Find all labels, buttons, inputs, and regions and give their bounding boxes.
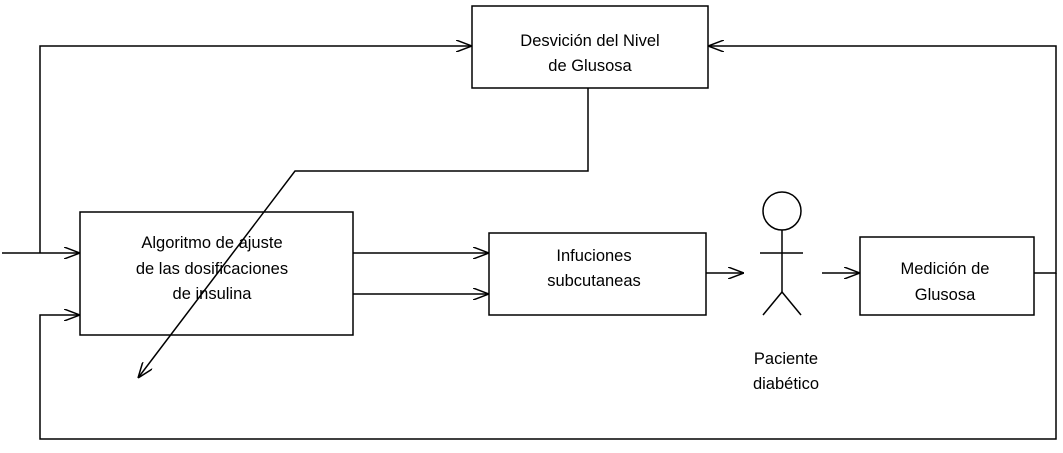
patient-label-line-1: Paciente — [754, 350, 818, 368]
infusions-label-line-1: Infuciones — [556, 247, 631, 265]
deviation-block[interactable]: Desvición del Nivel de Glusosa — [471, 5, 709, 89]
stick-figure-person-icon — [760, 191, 803, 316]
deviation-label-line-2: de Glusosa — [548, 57, 632, 75]
measurement-label-line-2: Glusosa — [915, 286, 976, 304]
feedback-to-algorithm-arrow — [39, 273, 1057, 440]
measurement-block[interactable]: Medición de Glusosa — [859, 236, 1035, 316]
deviation-to-algorithm-arrow — [138, 88, 589, 378]
patient-label-line-2: diabético — [753, 375, 819, 393]
infusions-block[interactable]: Infuciones subcutaneas — [488, 232, 707, 316]
patient-actor[interactable]: Paciente diabético — [753, 191, 819, 393]
algorithm-label-line-1: Algoritmo de ajuste — [141, 234, 282, 252]
infusions-label-line-2: subcutaneas — [547, 272, 641, 290]
connections — [2, 46, 1057, 440]
deviation-label-line-1: Desvición del Nivel — [520, 32, 659, 50]
algorithm-block[interactable]: Algoritmo de ajuste de las dosificacione… — [79, 211, 354, 336]
measurement-label-line-1: Medición de — [901, 260, 990, 278]
input-to-deviation-arrow — [39, 46, 472, 253]
algorithm-label-line-2: de las dosificaciones — [136, 260, 288, 278]
measurement-to-deviation-arrow — [708, 46, 1057, 274]
algorithm-label-line-3: de insulina — [173, 285, 253, 303]
